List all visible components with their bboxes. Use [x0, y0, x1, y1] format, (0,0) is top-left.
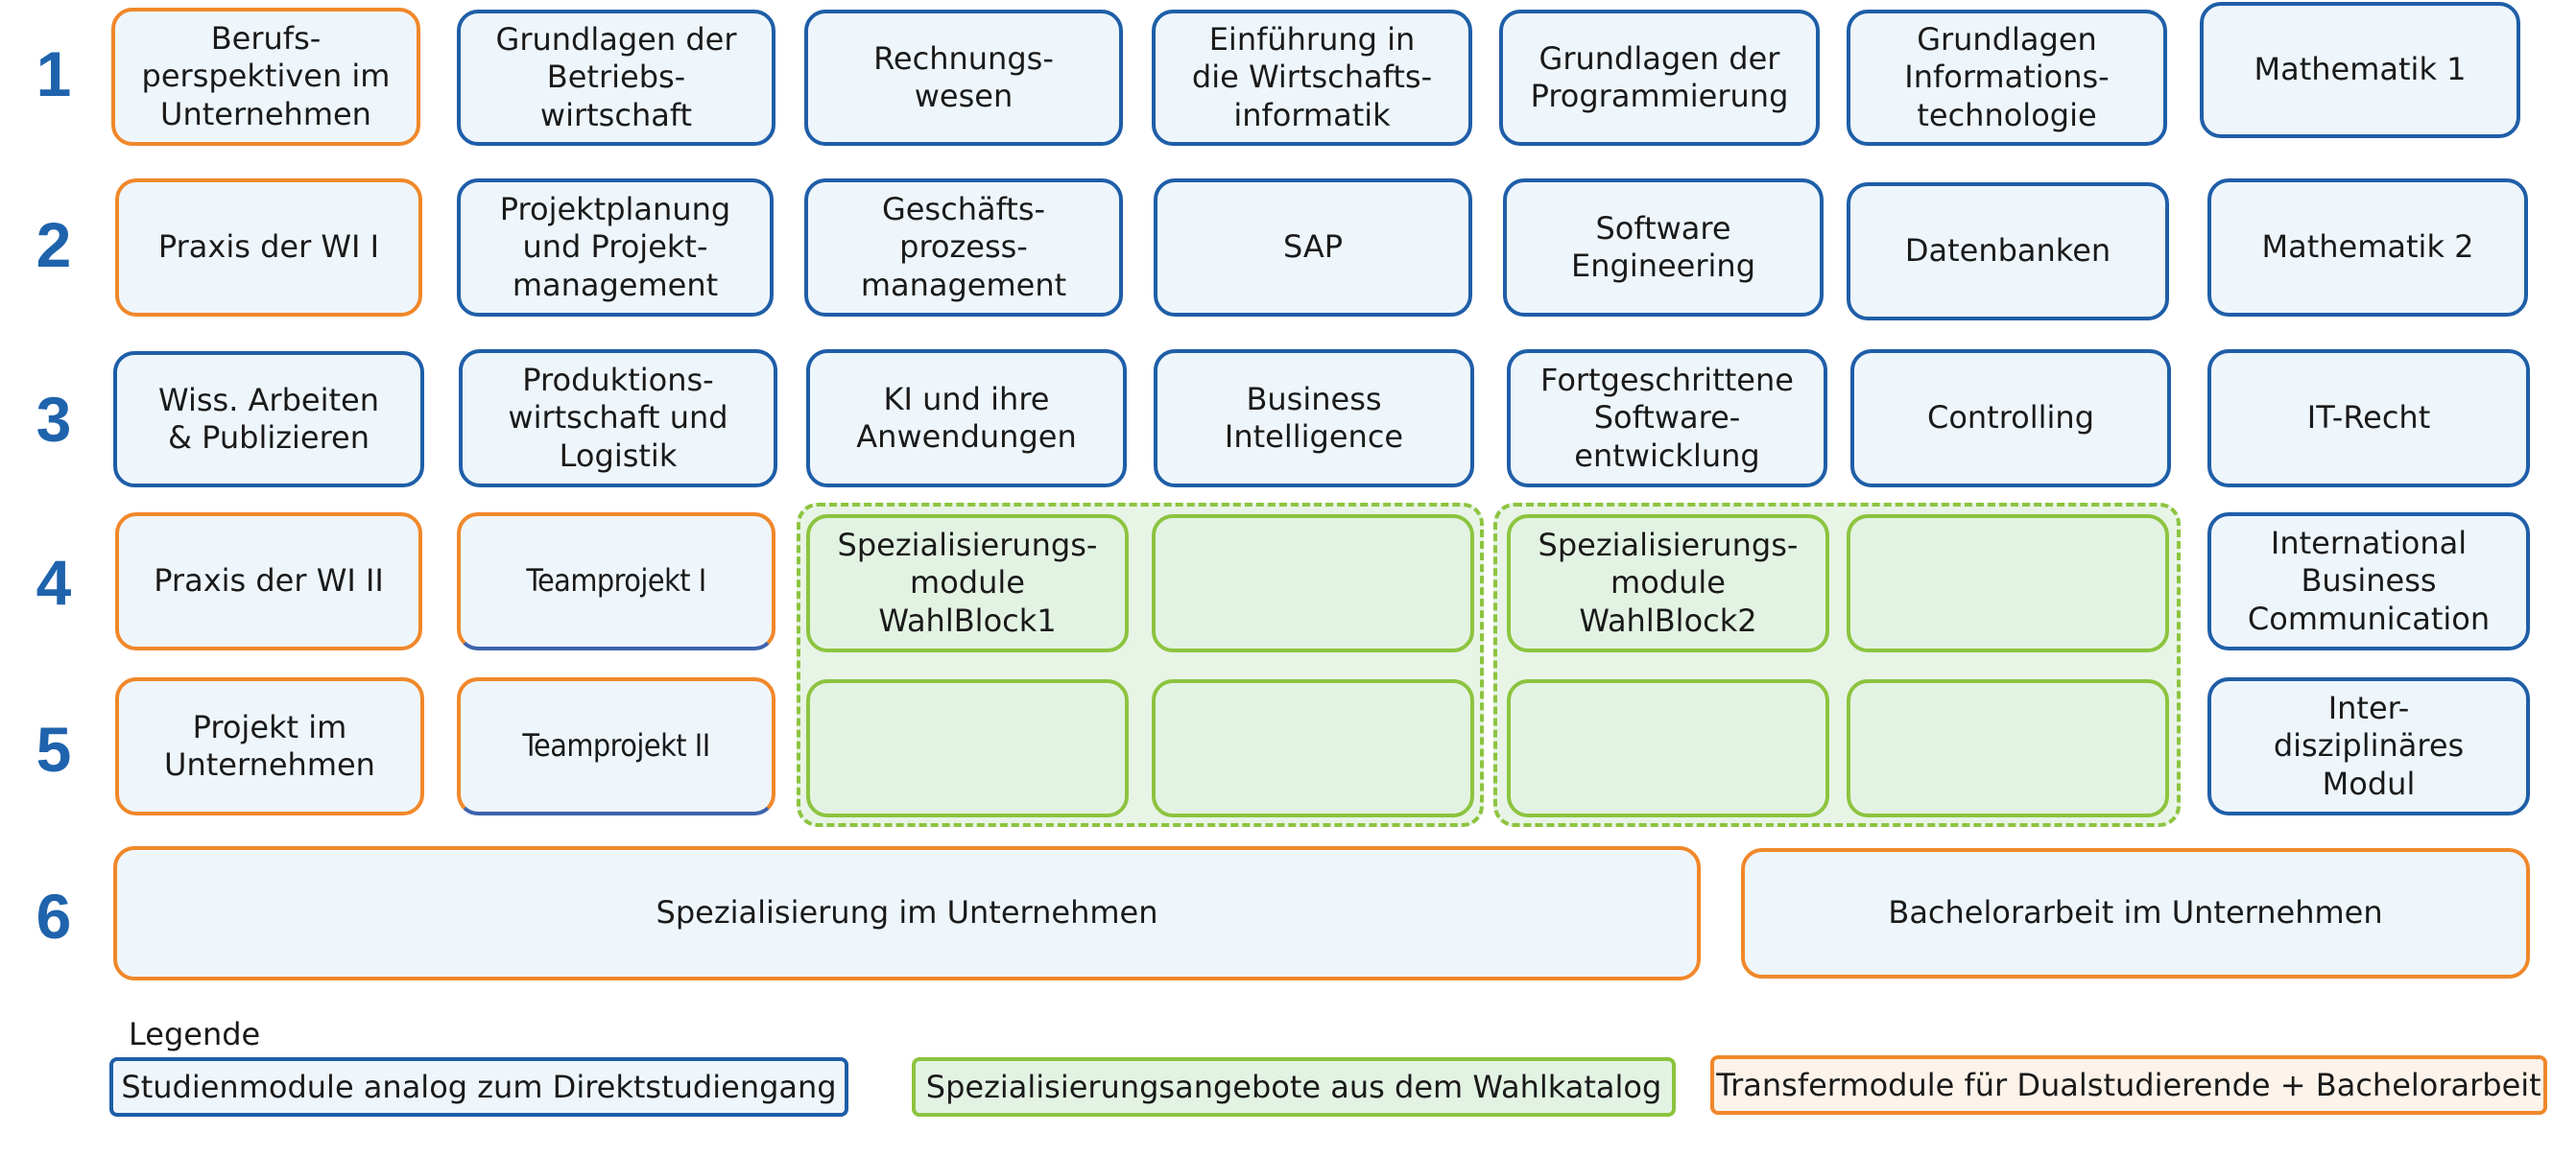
- module-wiss-arbeiten: Wiss. Arbeiten & Publizieren: [113, 351, 424, 487]
- module-international-business-communication: International Business Communication: [2207, 512, 2530, 650]
- module-ki-anwendungen: KI und ihre Anwendungen: [806, 349, 1127, 487]
- module-einfuehrung-wi: Einführung in die Wirtschafts- informati…: [1152, 10, 1472, 146]
- semester-number-1: 1: [36, 38, 72, 109]
- semester-number-6: 6: [36, 881, 72, 952]
- module-software-engineering: Software Engineering: [1503, 178, 1824, 317]
- module-bachelorarbeit-im-unternehmen: Bachelorarbeit im Unternehmen: [1741, 848, 2530, 979]
- legend-item-studienmodule: Studienmodule analog zum Direktstudienga…: [109, 1057, 848, 1117]
- module-grundlagen-bwl: Grundlagen der Betriebs- wirtschaft: [457, 10, 775, 146]
- legend-item-spezialisierungsangebote: Spezialisierungsangebote aus dem Wahlkat…: [912, 1057, 1676, 1117]
- module-rechnungswesen: Rechnungs- wesen: [804, 10, 1123, 146]
- wahlblock-1-module-4: [1152, 679, 1474, 817]
- module-mathematik-1: Mathematik 1: [2200, 2, 2520, 138]
- module-berufsperspektiven: Berufs- perspektiven im Unternehmen: [111, 8, 420, 146]
- legend-item-transfermodule: Transfermodule für Dualstudierende + Bac…: [1710, 1055, 2547, 1115]
- module-it-recht: IT-Recht: [2207, 349, 2530, 487]
- module-praxis-wi-2: Praxis der WI II: [115, 512, 422, 650]
- module-sap: SAP: [1154, 178, 1472, 317]
- module-teamprojekt-1: Teamprojekt I: [457, 512, 775, 650]
- semester-number-4: 4: [36, 547, 72, 618]
- module-projekt-im-unternehmen: Projekt im Unternehmen: [115, 677, 424, 815]
- wahlblock-2-module-3: [1507, 679, 1829, 817]
- module-geschaeftsprozessmanagement: Geschäfts- prozess- management: [804, 178, 1123, 317]
- module-datenbanken: Datenbanken: [1847, 182, 2169, 320]
- module-mathematik-2: Mathematik 2: [2207, 178, 2528, 317]
- semester-number-3: 3: [36, 384, 72, 455]
- module-interdisziplinaeres-modul: Inter- disziplinäres Modul: [2207, 677, 2530, 815]
- module-teamprojekt-2: Teamprojekt II: [457, 677, 775, 815]
- wahlblock-1-module-3: [806, 679, 1129, 817]
- module-business-intelligence: Business Intelligence: [1154, 349, 1474, 487]
- wahlblock-2-module-1: Spezialisierungs- module WahlBlock2: [1507, 514, 1829, 652]
- module-fortgeschrittene-softwareentwicklung: Fortgeschrittene Software- entwicklung: [1507, 349, 1827, 487]
- module-grundlagen-it: Grundlagen Informations- technologie: [1847, 10, 2167, 146]
- module-produktionswirtschaft: Produktions- wirtschaft und Logistik: [459, 349, 777, 487]
- legend-title: Legende: [129, 1016, 261, 1052]
- module-projektplanung: Projektplanung und Projekt- management: [457, 178, 774, 317]
- module-praxis-wi-1: Praxis der WI I: [115, 178, 422, 317]
- module-controlling: Controlling: [1850, 349, 2171, 487]
- wahlblock-2-module-2: [1847, 514, 2169, 652]
- semester-number-2: 2: [36, 209, 72, 280]
- wahlblock-1-module-2: [1152, 514, 1474, 652]
- wahlblock-2-module-4: [1847, 679, 2169, 817]
- module-grundlagen-programmierung: Grundlagen der Programmierung: [1499, 10, 1820, 146]
- wahlblock-1-module-1: Spezialisierungs- module WahlBlock1: [806, 514, 1129, 652]
- semester-number-5: 5: [36, 714, 72, 785]
- module-spezialisierung-im-unternehmen: Spezialisierung im Unternehmen: [113, 846, 1701, 980]
